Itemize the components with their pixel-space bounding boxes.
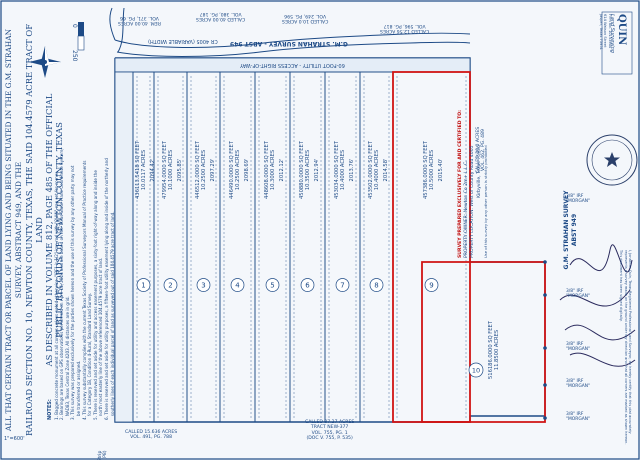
lot-8-boundary (359, 71, 394, 423)
lot-2-boundary (153, 71, 188, 423)
lot-6-boundary (289, 71, 326, 423)
lot-8-circle (369, 278, 384, 292)
lot-9-circle (424, 278, 439, 292)
lot-7-circle (335, 278, 350, 292)
surveyor-seal (586, 134, 638, 186)
lot-2-circle (163, 278, 178, 292)
road-line-top (114, 32, 471, 48)
irf-marker-icon (543, 260, 547, 264)
lot-9-boundary (392, 71, 471, 423)
irf-marker-icon (543, 293, 547, 297)
irf-marker-icon (543, 416, 547, 420)
lot-number: 9 (429, 282, 433, 290)
irf-marker-icon (543, 383, 547, 387)
lot-3-boundary (186, 71, 221, 423)
road-curve-2 (117, 7, 125, 53)
lot-number: 5 (270, 282, 274, 290)
road-line-bottom (116, 41, 471, 57)
lot-4-circle (230, 278, 245, 292)
surveyor-signature (559, 244, 636, 367)
lot-number: 7 (340, 282, 344, 290)
road-curve-1 (109, 7, 116, 41)
lot-number: 6 (305, 282, 310, 290)
lot-number: 8 (374, 282, 378, 290)
north-arrow-icon (29, 46, 61, 78)
lot-4-boundary (219, 71, 256, 423)
lot-number: 10 (472, 367, 480, 375)
lot-number: 3 (201, 282, 205, 290)
scale-label-0: 0 (71, 24, 78, 28)
access-row-strip (114, 57, 471, 73)
lot-6-circle (300, 278, 315, 292)
lot-1-circle (136, 278, 151, 292)
scale-label-250: 250 (71, 50, 78, 62)
lot-5-boundary (254, 71, 291, 423)
lot-10-circle (468, 362, 484, 378)
lot-1-boundary (132, 71, 155, 423)
left-strip (114, 71, 134, 423)
lot-10-boundary (421, 261, 546, 423)
lot-number: 1 (141, 282, 145, 290)
lot-5-circle (265, 278, 280, 292)
lot-3-circle (196, 278, 211, 292)
lot-number: 2 (168, 282, 172, 290)
firm-box (601, 11, 633, 75)
scale-bar: 0 250 (71, 22, 85, 62)
lot-number: 4 (235, 282, 240, 290)
lot-7-boundary (324, 71, 361, 423)
irf-marker-icon (543, 346, 547, 350)
